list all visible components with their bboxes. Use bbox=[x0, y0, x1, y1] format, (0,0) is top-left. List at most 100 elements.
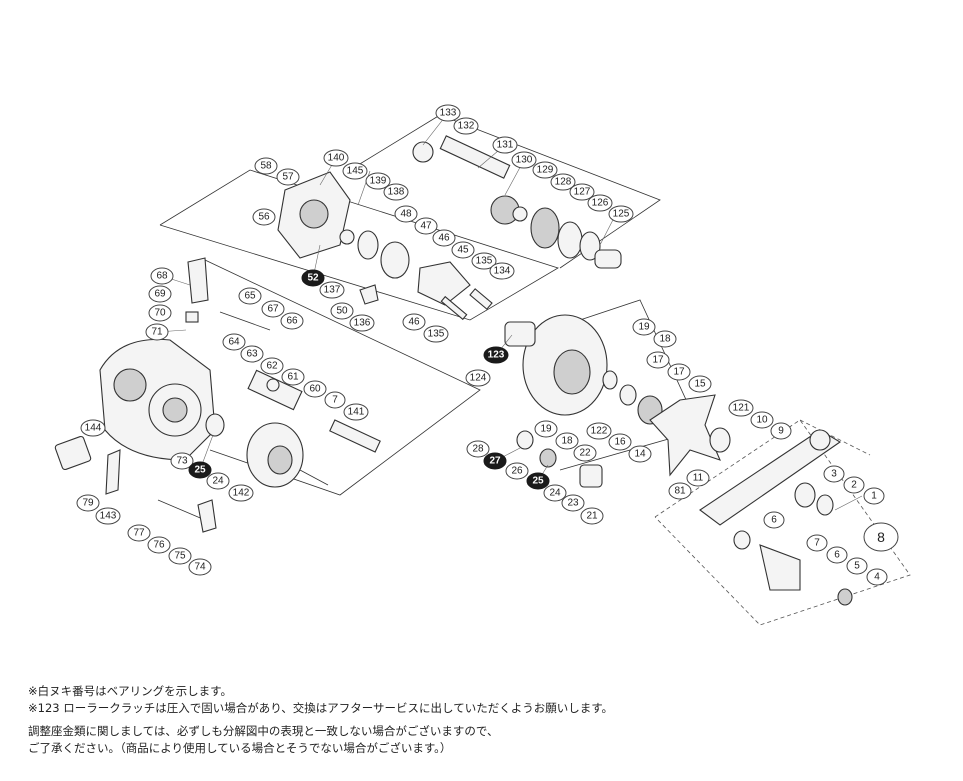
svg-text:138: 138 bbox=[388, 187, 405, 198]
callout-143: 143 bbox=[95, 507, 121, 525]
svg-text:14: 14 bbox=[634, 449, 646, 460]
svg-text:139: 139 bbox=[370, 176, 387, 187]
callout-128: 128 bbox=[550, 173, 576, 191]
callout-58: 58 bbox=[254, 157, 278, 175]
note-shims: 調整座金類に関しましては、必ずしも分解図中の表現と一致しない場合がございますので… bbox=[28, 724, 499, 738]
svg-text:68: 68 bbox=[156, 271, 168, 282]
callout-48: 48 bbox=[394, 205, 418, 223]
svg-text:46: 46 bbox=[408, 317, 420, 328]
callout-139: 139 bbox=[365, 172, 391, 190]
callout-67: 67 bbox=[261, 300, 285, 318]
callout-131: 131 bbox=[492, 136, 518, 154]
svg-text:140: 140 bbox=[328, 153, 345, 164]
callout-60: 60 bbox=[303, 380, 327, 398]
callouts: 133 132 131 130 129 128 127 126 125 140 … bbox=[76, 104, 899, 586]
callout-71: 71 bbox=[145, 323, 169, 341]
svg-text:7: 7 bbox=[814, 538, 820, 549]
svg-text:19: 19 bbox=[638, 322, 650, 333]
svg-text:130: 130 bbox=[516, 155, 533, 166]
svg-text:3: 3 bbox=[831, 469, 837, 480]
svg-text:135: 135 bbox=[476, 256, 493, 267]
callout-5: 5 bbox=[846, 557, 868, 575]
callout-132: 132 bbox=[453, 117, 479, 135]
callout-6a: 6 bbox=[763, 511, 785, 529]
svg-text:128: 128 bbox=[555, 177, 572, 188]
svg-text:132: 132 bbox=[458, 121, 475, 132]
part-drawings bbox=[54, 135, 853, 606]
svg-text:19: 19 bbox=[540, 424, 552, 435]
callout-133: 133 bbox=[435, 104, 461, 122]
callout-50: 50 bbox=[330, 302, 354, 320]
svg-text:18: 18 bbox=[659, 334, 671, 345]
callout-70: 70 bbox=[148, 304, 172, 322]
svg-text:126: 126 bbox=[592, 198, 609, 209]
svg-text:10: 10 bbox=[756, 415, 768, 426]
svg-text:144: 144 bbox=[85, 423, 102, 434]
svg-text:74: 74 bbox=[194, 562, 206, 573]
callout-141: 141 bbox=[343, 403, 369, 421]
callout-63: 63 bbox=[240, 345, 264, 363]
callout-24b: 24 bbox=[543, 484, 567, 502]
callout-123: 123 bbox=[483, 346, 509, 364]
svg-text:63: 63 bbox=[246, 349, 258, 360]
callout-25b: 25 bbox=[526, 472, 550, 490]
exploded-parts-diagram: 133 132 131 130 129 128 127 126 125 140 … bbox=[54, 104, 911, 626]
svg-text:21: 21 bbox=[586, 511, 598, 522]
svg-text:64: 64 bbox=[228, 337, 240, 348]
svg-text:45: 45 bbox=[457, 245, 469, 256]
svg-text:9: 9 bbox=[778, 426, 784, 437]
callout-24a: 24 bbox=[206, 472, 230, 490]
callout-65: 65 bbox=[238, 287, 262, 305]
svg-text:23: 23 bbox=[567, 498, 579, 509]
callout-46b: 46 bbox=[402, 313, 426, 331]
callout-130: 130 bbox=[511, 151, 537, 169]
svg-text:17: 17 bbox=[673, 367, 685, 378]
svg-text:135: 135 bbox=[428, 329, 445, 340]
svg-text:22: 22 bbox=[579, 448, 591, 459]
callout-140: 140 bbox=[323, 149, 349, 167]
svg-text:123: 123 bbox=[488, 350, 505, 361]
svg-text:8: 8 bbox=[877, 529, 885, 545]
callout-14: 14 bbox=[628, 445, 652, 463]
svg-text:81: 81 bbox=[674, 486, 686, 497]
svg-text:75: 75 bbox=[174, 551, 186, 562]
svg-text:62: 62 bbox=[266, 361, 278, 372]
callout-73: 73 bbox=[170, 452, 194, 470]
callout-121: 121 bbox=[728, 399, 754, 417]
svg-text:2: 2 bbox=[851, 480, 857, 491]
callout-135: 135 bbox=[471, 252, 497, 270]
callout-10: 10 bbox=[750, 411, 774, 429]
callout-62: 62 bbox=[260, 357, 284, 375]
svg-text:24: 24 bbox=[549, 488, 561, 499]
callout-61: 61 bbox=[281, 368, 305, 386]
svg-text:50: 50 bbox=[336, 306, 348, 317]
notes-section: ※白ヌキ番号はベアリングを示します。 ※123 ローラークラッチは圧入で固い場合… bbox=[28, 683, 948, 757]
svg-text:143: 143 bbox=[100, 511, 117, 522]
svg-text:17: 17 bbox=[652, 355, 664, 366]
callout-16: 16 bbox=[608, 433, 632, 451]
callout-23: 23 bbox=[561, 494, 585, 512]
svg-text:66: 66 bbox=[286, 316, 298, 327]
svg-text:141: 141 bbox=[348, 407, 365, 418]
svg-text:56: 56 bbox=[258, 212, 270, 223]
svg-text:1: 1 bbox=[871, 491, 877, 502]
callout-75: 75 bbox=[168, 547, 192, 565]
callout-138: 138 bbox=[383, 183, 409, 201]
callout-47: 47 bbox=[414, 217, 438, 235]
svg-text:5: 5 bbox=[854, 561, 860, 572]
svg-text:76: 76 bbox=[153, 540, 165, 551]
svg-text:47: 47 bbox=[420, 221, 432, 232]
callout-17b: 17 bbox=[667, 363, 691, 381]
svg-text:58: 58 bbox=[260, 161, 272, 172]
callout-1: 1 bbox=[863, 487, 885, 505]
svg-text:24: 24 bbox=[212, 476, 224, 487]
svg-text:65: 65 bbox=[244, 291, 256, 302]
svg-text:11: 11 bbox=[693, 473, 704, 484]
callout-124: 124 bbox=[465, 369, 491, 387]
callout-28: 28 bbox=[466, 440, 490, 458]
callout-4: 4 bbox=[866, 568, 888, 586]
svg-text:142: 142 bbox=[233, 488, 250, 499]
callout-25a: 25 bbox=[188, 461, 212, 479]
callout-135b: 135 bbox=[423, 325, 449, 343]
callout-81: 81 bbox=[668, 482, 692, 500]
